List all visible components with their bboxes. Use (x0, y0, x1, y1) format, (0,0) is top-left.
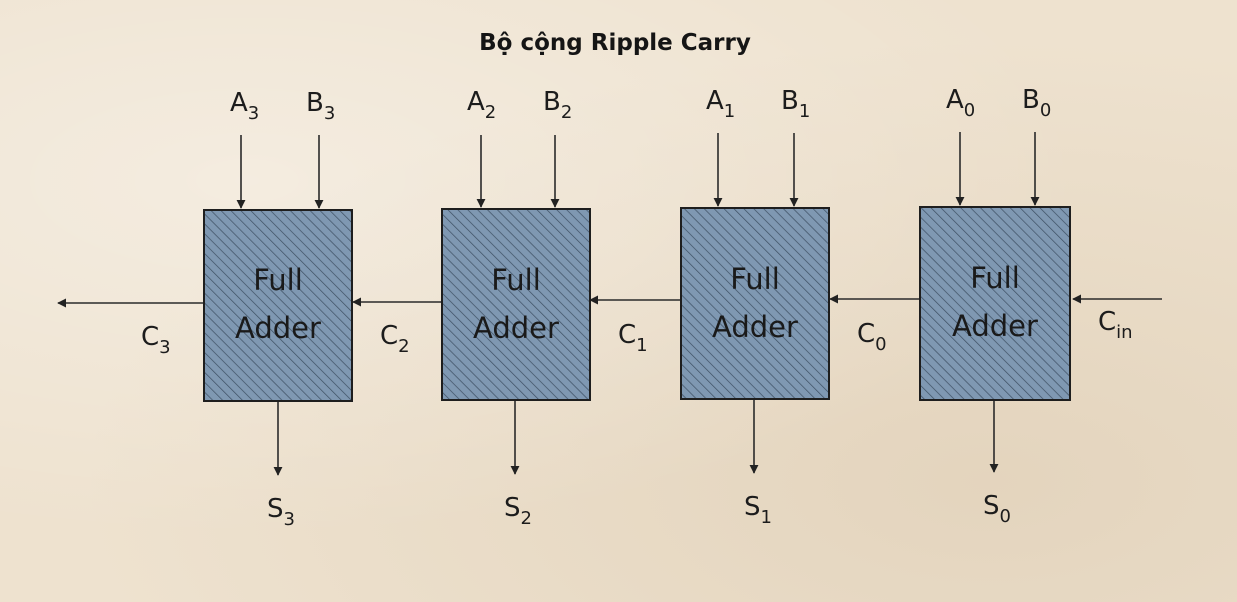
block-label-line1: Full (491, 263, 541, 297)
full-adder-1: Full Adder A1 B1 S1 C1 (618, 86, 830, 528)
input-label-b1: B1 (781, 86, 810, 122)
full-adder-3: Full Adder A3 B3 S3 C3 (141, 88, 353, 530)
full-adder-0: Full Adder A0 B0 S0 C0 (857, 85, 1071, 527)
block-label-line2: Adder (235, 311, 321, 345)
block-label-line2: Adder (473, 311, 559, 345)
sum-label-s0: S0 (983, 491, 1011, 527)
sum-label-s2: S2 (504, 493, 532, 529)
block-label-line1: Full (253, 263, 303, 297)
carry-label-c0: C0 (857, 319, 887, 355)
input-label-a1: A1 (706, 86, 735, 122)
carry-label-c3: C3 (141, 322, 171, 358)
block-label-line2: Adder (712, 310, 798, 344)
sum-label-s1: S1 (744, 492, 772, 528)
input-label-b2: B2 (543, 87, 572, 123)
carry-label-c2: C2 (380, 321, 410, 357)
input-label-a3: A3 (230, 88, 259, 124)
carry-in-label: Cin (1098, 307, 1133, 343)
input-label-b0: B0 (1022, 85, 1051, 121)
input-label-b3: B3 (306, 88, 335, 124)
diagram-title: Bộ cộng Ripple Carry (479, 30, 751, 56)
full-adder-block (919, 206, 1071, 401)
full-adder-block (441, 208, 591, 401)
input-label-a2: A2 (467, 87, 496, 123)
full-adder-block (680, 207, 830, 400)
full-adder-2: Full Adder A2 B2 S2 C2 (380, 87, 591, 529)
full-adder-block (203, 209, 353, 402)
input-label-a0: A0 (946, 85, 975, 121)
sum-label-s3: S3 (267, 494, 295, 530)
block-label-line1: Full (730, 262, 780, 296)
block-label-line2: Adder (952, 309, 1038, 343)
block-label-line1: Full (970, 261, 1020, 295)
carry-label-c1: C1 (618, 320, 648, 356)
